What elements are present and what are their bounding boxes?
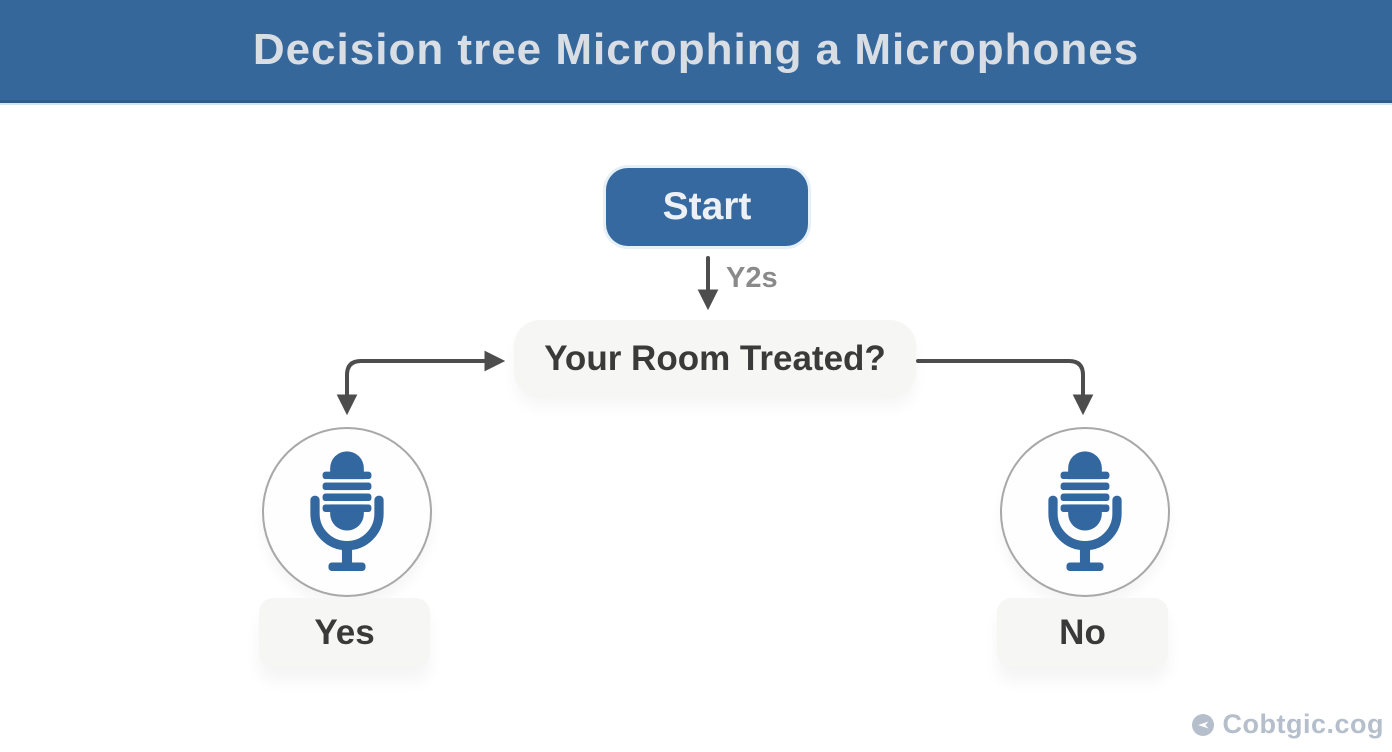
watermark-text: Cobtgic.cog	[1222, 709, 1384, 739]
header-divider	[0, 103, 1392, 105]
watermark: Cobtgic.cog	[1191, 709, 1385, 740]
connector-question-to-yes	[336, 350, 506, 416]
no-node-label: No	[1059, 612, 1106, 652]
edge-label: Y2s	[726, 262, 778, 294]
header-banner: Decision tree Microphing a Microphones	[0, 0, 1392, 103]
yes-node: Yes	[259, 598, 430, 667]
no-branch-circle	[1000, 427, 1170, 597]
no-node: No	[997, 598, 1168, 667]
yes-branch-circle	[262, 427, 432, 597]
question-node: Your Room Treated?	[514, 320, 916, 398]
circle-arrow-icon	[1191, 713, 1214, 736]
connector-question-to-no	[916, 359, 1094, 416]
yes-node-label: Yes	[314, 612, 375, 652]
start-node-label: Start	[662, 185, 752, 228]
microphone-icon	[1048, 451, 1122, 571]
question-node-label: Your Room Treated?	[544, 339, 886, 378]
page-title: Decision tree Microphing a Microphones	[252, 25, 1140, 74]
microphone-icon	[310, 451, 384, 571]
start-node: Start	[606, 168, 808, 246]
